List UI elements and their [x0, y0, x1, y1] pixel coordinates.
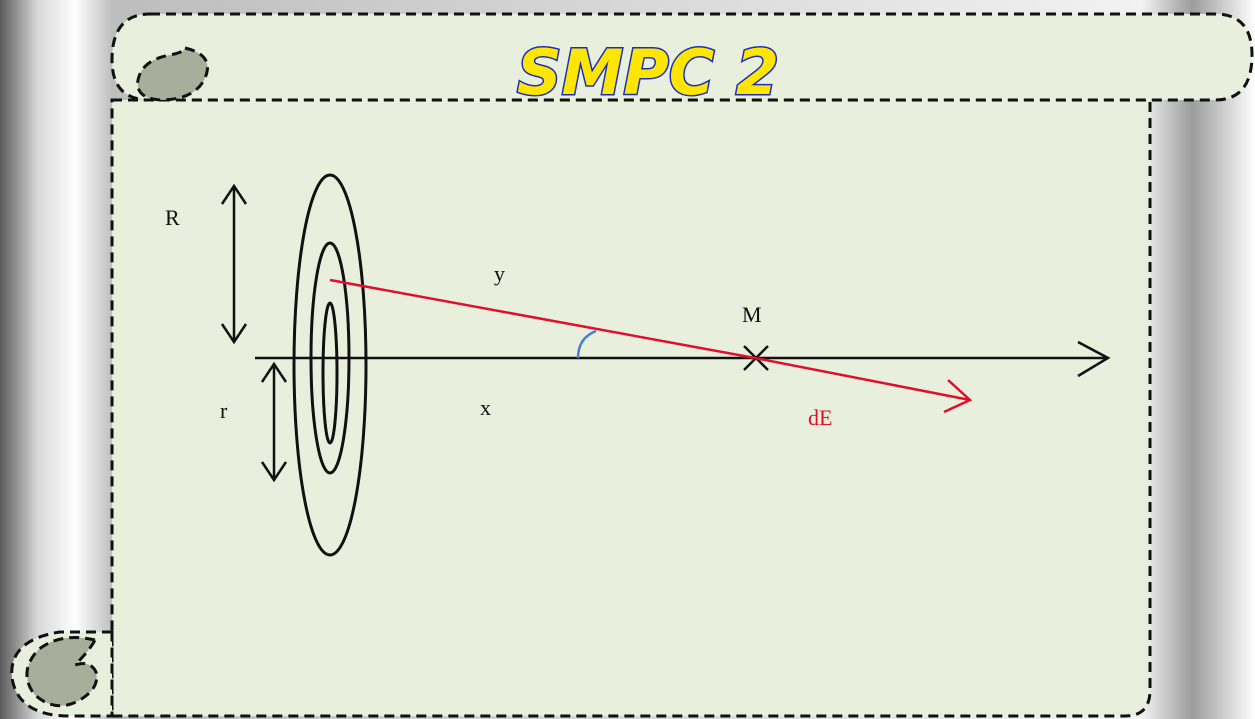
label-x: x: [480, 395, 491, 420]
label-dE: dE: [808, 405, 832, 430]
slide-title: SMPC 2: [517, 36, 779, 109]
scroll-frame: [10, 12, 1254, 718]
angle-arc: [576, 329, 597, 359]
axis: [255, 340, 1111, 378]
label-r: r: [220, 398, 228, 423]
radius-r-arrow: [260, 361, 288, 483]
scroll-bottom-curl: [25, 636, 99, 708]
scroll-top-curl: [136, 46, 209, 102]
scroll-body: [110, 98, 1152, 718]
label-R: R: [165, 205, 180, 230]
label-y: y: [494, 261, 505, 286]
scroll-top-roll: [110, 12, 1254, 102]
disk-outer-ring: [292, 173, 368, 557]
distance-y-line: [329, 278, 756, 360]
field-vector-dE: [754, 356, 973, 414]
radius-R-arrow: [220, 183, 248, 345]
disk-inner-ring: [321, 301, 339, 445]
label-M: M: [742, 302, 762, 327]
